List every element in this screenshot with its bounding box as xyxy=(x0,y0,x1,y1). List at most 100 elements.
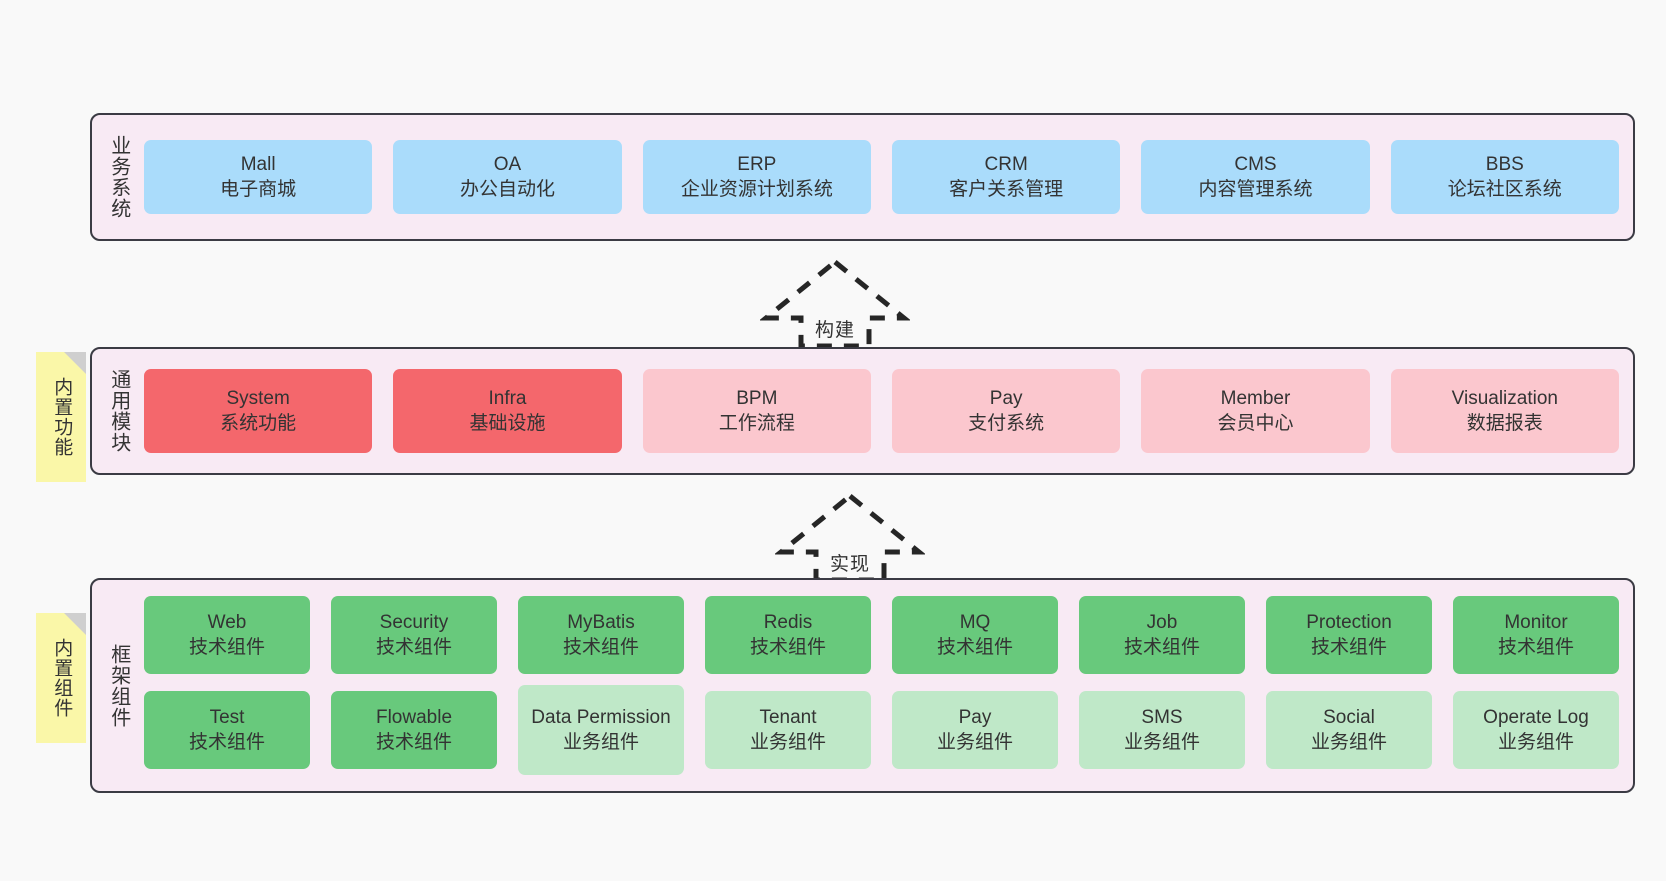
node-label-en: CMS xyxy=(1234,153,1277,175)
node-label-cn: 技术组件 xyxy=(188,732,265,753)
build-arrow: 构建 xyxy=(760,258,910,350)
node-label-cn: 技术组件 xyxy=(1497,637,1574,658)
node-erp[interactable]: ERP 企业资源计划系统 xyxy=(642,140,871,214)
node-monitor[interactable]: Monitor 技术组件 xyxy=(1453,596,1619,674)
node-label-en: Flowable xyxy=(375,706,453,728)
sticky-note-builtin-function: 内置功能 xyxy=(36,352,86,482)
node-label-cn: 技术组件 xyxy=(1310,637,1387,658)
node-label-cn: 会员中心 xyxy=(1217,413,1294,434)
node-infra[interactable]: Infra 基础设施 xyxy=(393,369,622,453)
layer-body-business-system: Mall 电子商城 OA 办公自动化 ERP 企业资源计划系统 CRM 客户关系… xyxy=(144,115,1633,239)
node-label-cn: 技术组件 xyxy=(749,637,826,658)
node-label-en: Redis xyxy=(763,611,813,633)
node-label-cn: 业务组件 xyxy=(562,732,639,753)
node-row: Test 技术组件 Flowable 技术组件 Data Permission … xyxy=(144,685,1619,775)
node-pay-module[interactable]: Pay 支付系统 xyxy=(891,369,1121,453)
node-label-en: Pay xyxy=(958,706,992,728)
node-label-cn: 技术组件 xyxy=(375,732,452,753)
node-label-en: Test xyxy=(209,706,245,728)
node-label-en: BBS xyxy=(1485,153,1524,175)
node-row: Mall 电子商城 OA 办公自动化 ERP 企业资源计划系统 CRM 客户关系… xyxy=(144,140,1619,214)
node-label-en: Monitor xyxy=(1504,611,1568,633)
node-job[interactable]: Job 技术组件 xyxy=(1079,596,1245,674)
node-operate-log[interactable]: Operate Log 业务组件 xyxy=(1453,691,1619,769)
layer-body-common-module: System 系统功能 Infra 基础设施 BPM 工作流程 Pay 支付系统… xyxy=(144,349,1633,473)
node-mybatis[interactable]: MyBatis 技术组件 xyxy=(518,596,684,674)
node-social[interactable]: Social 业务组件 xyxy=(1266,691,1432,769)
node-visualization[interactable]: Visualization 数据报表 xyxy=(1390,369,1619,453)
node-label-en: BPM xyxy=(736,387,778,409)
node-row: Web 技术组件 Security 技术组件 MyBatis 技术组件 Redi… xyxy=(144,596,1619,674)
node-pay-component[interactable]: Pay 业务组件 xyxy=(892,691,1058,769)
node-label-cn: 论坛社区系统 xyxy=(1447,179,1562,200)
node-label-cn: 电子商城 xyxy=(220,179,297,200)
node-bpm[interactable]: BPM 工作流程 xyxy=(642,369,871,453)
node-label-cn: 技术组件 xyxy=(562,637,639,658)
node-label-cn: 技术组件 xyxy=(1123,637,1200,658)
node-label-cn: 业务组件 xyxy=(936,732,1013,753)
node-label-en: MyBatis xyxy=(567,611,635,633)
node-label-cn: 业务组件 xyxy=(749,732,826,753)
node-flowable[interactable]: Flowable 技术组件 xyxy=(331,691,497,769)
node-oa[interactable]: OA 办公自动化 xyxy=(393,140,622,214)
node-label-en: Pay xyxy=(989,387,1023,409)
node-label-en: Data Permission xyxy=(531,706,671,728)
node-system[interactable]: System 系统功能 xyxy=(144,369,373,453)
node-tenant[interactable]: Tenant 业务组件 xyxy=(705,691,871,769)
node-label-cn: 技术组件 xyxy=(936,637,1013,658)
node-cms[interactable]: CMS 内容管理系统 xyxy=(1141,140,1370,214)
node-crm[interactable]: CRM 客户关系管理 xyxy=(891,140,1121,214)
node-label-en: Social xyxy=(1323,706,1375,728)
folded-corner-icon xyxy=(64,352,86,374)
folded-corner-icon xyxy=(64,613,86,635)
node-label-cn: 业务组件 xyxy=(1123,732,1200,753)
node-label-cn: 系统功能 xyxy=(220,413,297,434)
node-mall[interactable]: Mall 电子商城 xyxy=(144,140,373,214)
node-label-cn: 工作流程 xyxy=(718,413,795,434)
node-label-en: Security xyxy=(379,611,449,633)
node-test[interactable]: Test 技术组件 xyxy=(144,691,310,769)
node-redis[interactable]: Redis 技术组件 xyxy=(705,596,871,674)
layer-common-module: 通用模块 System 系统功能 Infra 基础设施 BPM 工作流程 Pay… xyxy=(90,347,1635,475)
node-label-cn: 客户关系管理 xyxy=(949,179,1064,200)
node-label-en: Mall xyxy=(240,153,276,175)
node-label-en: MQ xyxy=(959,611,991,633)
node-label-cn: 技术组件 xyxy=(375,637,452,658)
node-web[interactable]: Web 技术组件 xyxy=(144,596,310,674)
node-label-en: ERP xyxy=(737,153,777,175)
layer-framework-component: 框架组件 Web 技术组件 Security 技术组件 MyBatis 技术组件… xyxy=(90,578,1635,793)
layer-title-framework-component: 框架组件 xyxy=(107,643,130,728)
node-bbs[interactable]: BBS 论坛社区系统 xyxy=(1390,140,1619,214)
implement-arrow-label: 实现 xyxy=(829,554,870,575)
node-label-en: Visualization xyxy=(1451,387,1558,409)
layer-title-business-system: 业务系统 xyxy=(107,135,130,219)
build-arrow-label: 构建 xyxy=(814,320,855,341)
node-label-en: Infra xyxy=(488,387,527,409)
node-label-en: Member xyxy=(1220,387,1291,409)
node-protection[interactable]: Protection 技术组件 xyxy=(1266,596,1432,674)
node-sms[interactable]: SMS 业务组件 xyxy=(1079,691,1245,769)
node-label-cn: 办公自动化 xyxy=(459,179,555,200)
node-label-en: SMS xyxy=(1141,706,1183,728)
sticky-note-label: 内置功能 xyxy=(51,377,73,457)
node-label-en: Tenant xyxy=(759,706,817,728)
node-row: System 系统功能 Infra 基础设施 BPM 工作流程 Pay 支付系统… xyxy=(144,369,1619,453)
node-label-cn: 技术组件 xyxy=(188,637,265,658)
layer-title-common-module: 通用模块 xyxy=(107,369,130,453)
node-label-en: OA xyxy=(493,153,522,175)
node-label-cn: 企业资源计划系统 xyxy=(680,179,833,200)
node-label-cn: 业务组件 xyxy=(1497,732,1574,753)
node-security[interactable]: Security 技术组件 xyxy=(331,596,497,674)
node-data-permission[interactable]: Data Permission 业务组件 xyxy=(518,685,684,775)
node-label-en: Operate Log xyxy=(1483,706,1589,728)
node-member[interactable]: Member 会员中心 xyxy=(1141,369,1370,453)
node-label-cn: 数据报表 xyxy=(1466,413,1543,434)
node-label-en: Web xyxy=(207,611,247,633)
node-label-en: Job xyxy=(1146,611,1178,633)
node-label-cn: 基础设施 xyxy=(469,413,546,434)
sticky-note-label: 内置组件 xyxy=(51,638,73,718)
node-mq[interactable]: MQ 技术组件 xyxy=(892,596,1058,674)
layer-body-framework-component: Web 技术组件 Security 技术组件 MyBatis 技术组件 Redi… xyxy=(144,580,1633,791)
node-label-cn: 支付系统 xyxy=(968,413,1045,434)
